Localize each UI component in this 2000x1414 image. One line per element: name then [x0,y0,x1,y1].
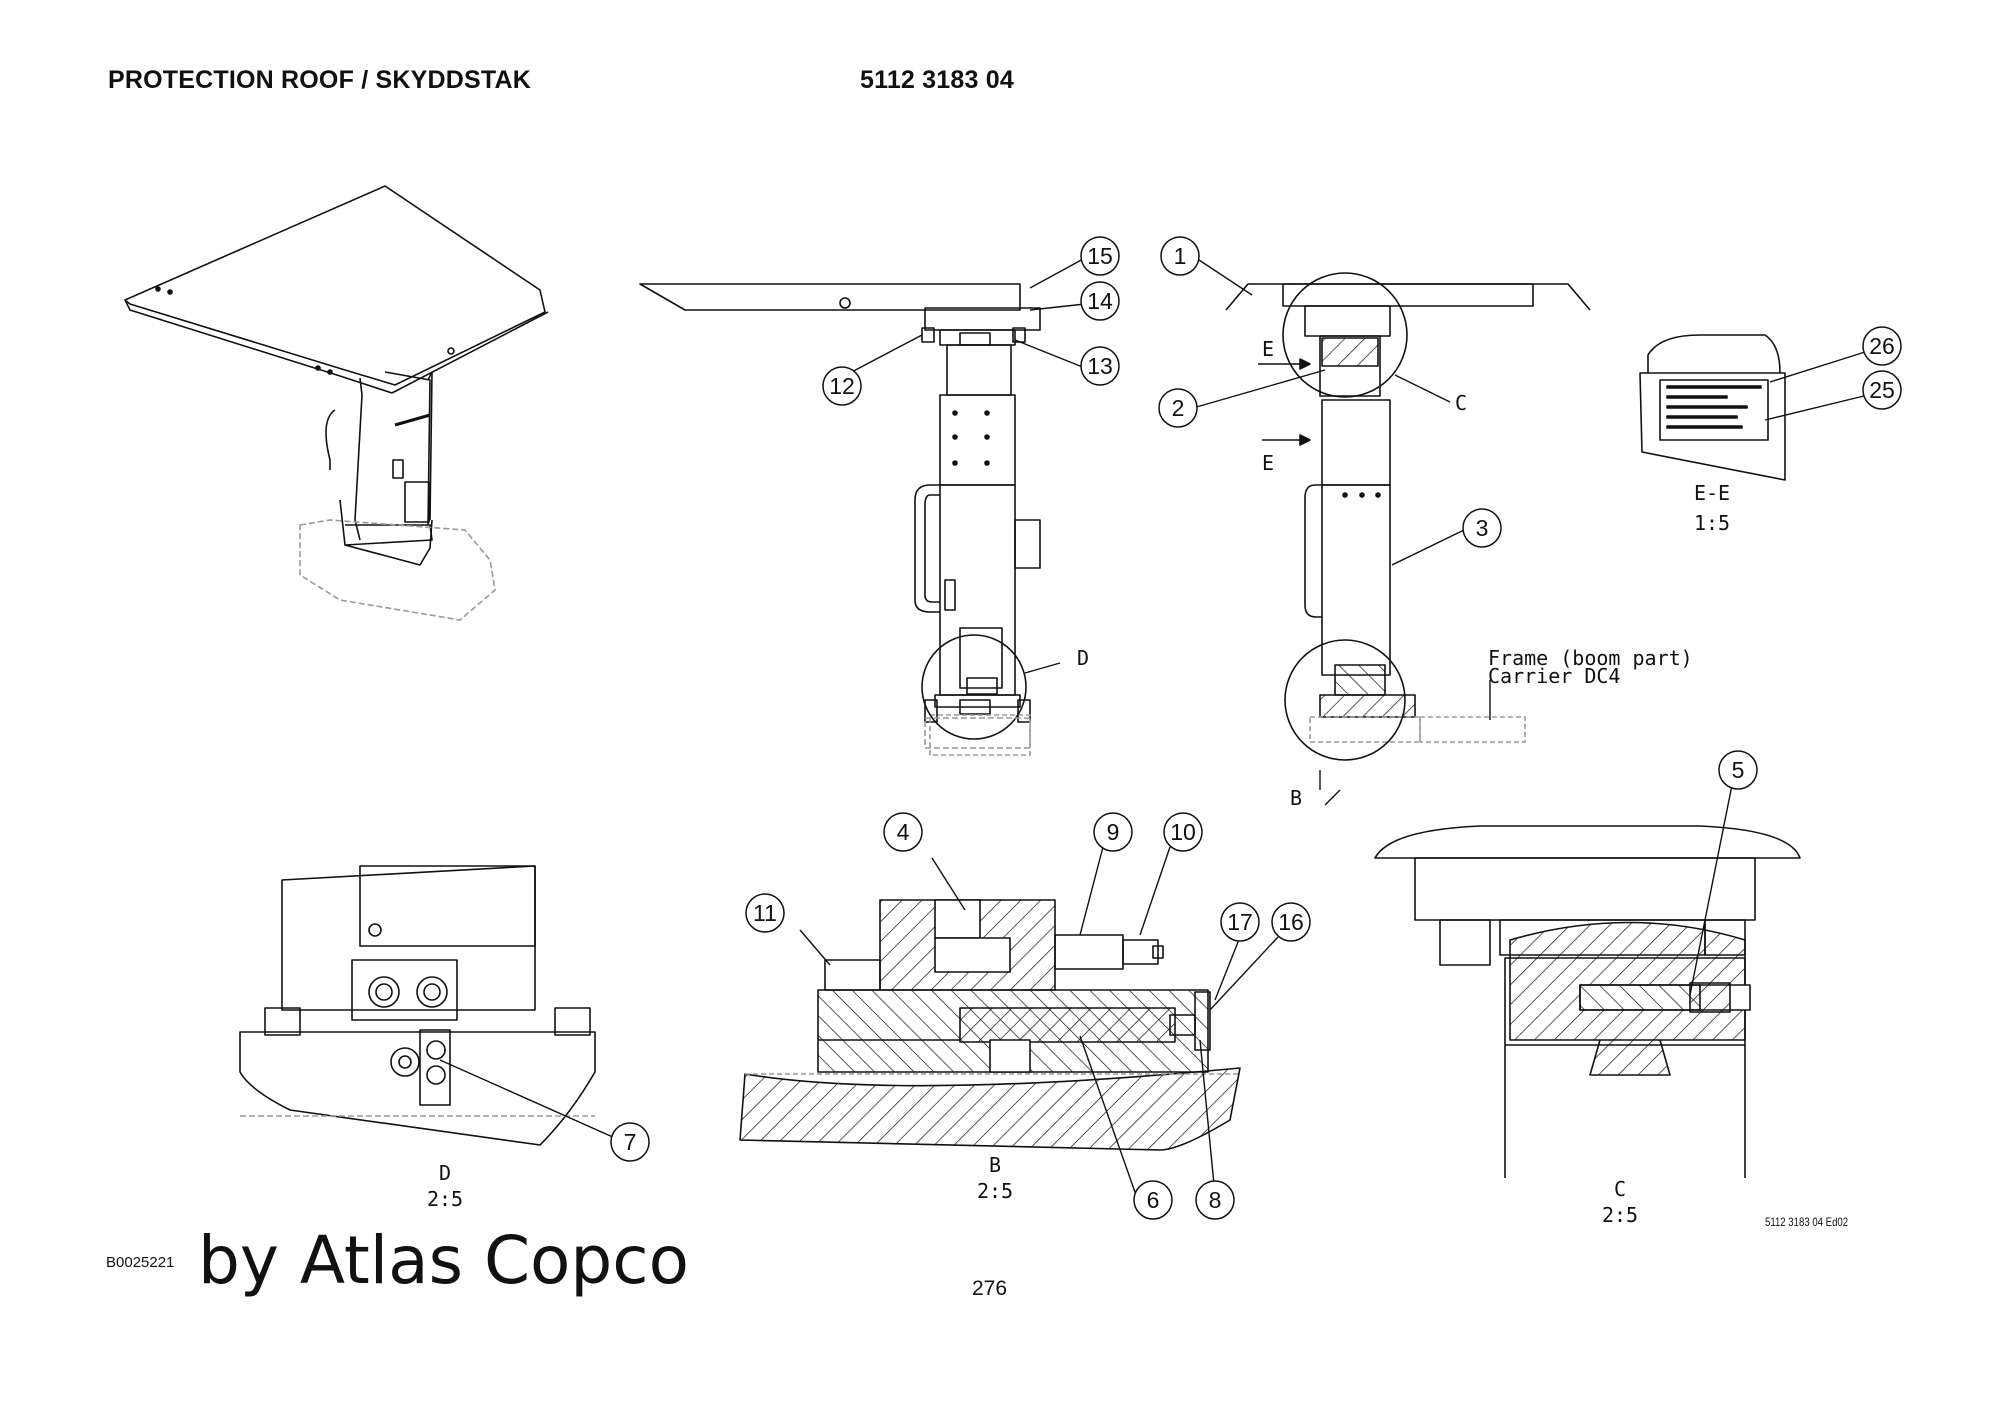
ee-title: E-E [1694,481,1730,505]
leader-lines [439,257,1869,1196]
callout-circle-3 [1462,508,1502,548]
ee-scale: 1:5 [1694,511,1730,535]
callout-circle-6 [1133,1180,1173,1220]
callout-circle-2 [1158,388,1198,428]
section-labels: E E C D B Frame (boom part) Carrier DC4 … [427,337,1730,1227]
ee-view [1639,334,1786,481]
callout-label-26: 26 [1869,333,1895,359]
callout-label-5: 5 [1732,757,1745,783]
callout-circle-26 [1862,326,1902,366]
callout-circle-8 [1195,1180,1235,1220]
frame-label-line2: Carrier DC4 [1488,664,1620,688]
callout-label-16: 16 [1278,909,1304,935]
callout-circle-16 [1271,902,1311,942]
callout-circle-14 [1080,281,1120,321]
callout-circle-4 [883,812,923,852]
callout-circle-9 [1093,812,1133,852]
callout-label-8: 8 [1209,1187,1222,1213]
page-number: 276 [972,1277,1008,1300]
callout-circle-17 [1220,902,1260,942]
callout-circle-13 [1080,346,1120,386]
callout-label-11: 11 [753,900,777,926]
callout-label-6: 6 [1147,1187,1160,1213]
isometric-view [124,185,549,621]
front-view [639,283,1041,756]
b-scale: 2:5 [977,1179,1013,1203]
detail-mark-b: B [1290,786,1302,810]
callout-label-4: 4 [897,819,910,845]
c-scale: 2:5 [1602,1203,1638,1227]
callout-circle-1 [1160,236,1200,276]
callout-label-25: 25 [1869,377,1895,403]
image-code: B0025221 [106,1254,175,1271]
detail-c [1374,825,1801,1178]
callout-circle-15 [1080,236,1120,276]
frame-label-line1: Frame (boom part) [1488,646,1693,670]
callout-circle-25 [1862,370,1902,410]
edition-code: 5112 3183 04 Ed02 [1765,1215,1849,1229]
callout-label-2: 2 [1172,395,1185,421]
callout-circle-11 [745,893,785,933]
callout-label-10: 10 [1170,819,1196,845]
callout-label-14: 14 [1087,288,1113,314]
detail-mark-c: C [1455,391,1467,415]
part-number: 5112 3183 04 [860,66,1014,94]
callout-circle-10 [1163,812,1203,852]
detail-mark-d: D [1077,646,1089,670]
d-scale: 2:5 [427,1187,463,1211]
detail-b [739,899,1241,1151]
section-mark-e-bottom: E [1262,451,1274,475]
callout-circle-12 [822,366,862,406]
section-view [1225,272,1591,761]
callout-label-17: 17 [1227,909,1253,935]
c-title: C [1614,1177,1626,1201]
d-title: D [439,1161,451,1185]
page-title: PROTECTION ROOF / SKYDDSTAK [108,66,532,94]
detail-d [239,865,596,1146]
callout-label-13: 13 [1087,353,1113,379]
callout-label-3: 3 [1476,515,1489,541]
watermark: by Atlas Copco [198,1222,689,1299]
section-mark-e-top: E [1262,337,1274,361]
callout-label-1: 1 [1174,243,1187,269]
callout-label-7: 7 [624,1129,637,1155]
callout-label-15: 15 [1087,243,1113,269]
callout-circle-7 [610,1122,650,1162]
callout-label-12: 12 [829,373,855,399]
callout-label-9: 9 [1107,819,1120,845]
callout-circle-5 [1718,750,1758,790]
b-title: B [989,1153,1001,1177]
